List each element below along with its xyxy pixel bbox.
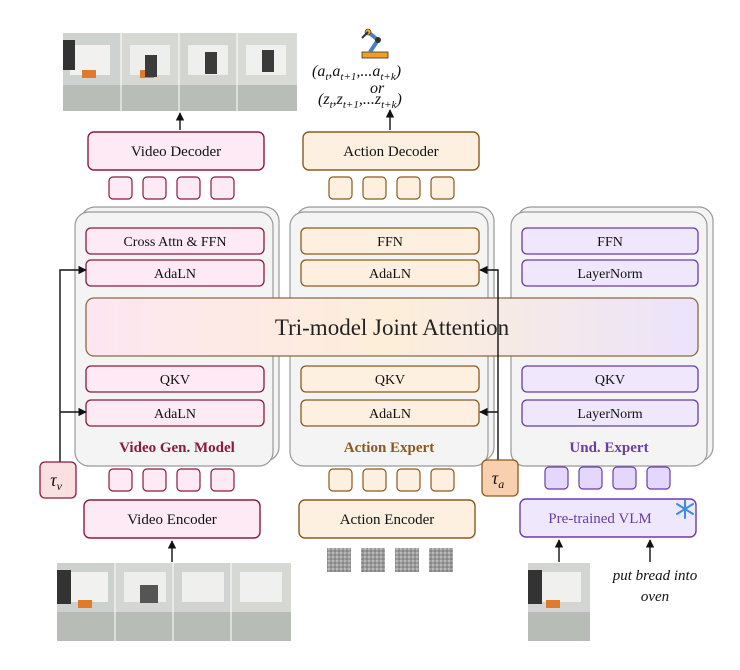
svg-text:(at,at+1,...at+k): (at,at+1,...at+k) [312,63,401,83]
video-encoder: Video Encoder [83,499,261,539]
video-adaln-bottom: AdaLN [85,399,265,427]
svg-text:Video Encoder: Video Encoder [127,512,216,528]
und-input-tokens [544,466,671,490]
video-qkv-box: QKV [85,365,265,393]
action-qkv-box: QKV [300,365,480,393]
svg-text:QKV: QKV [375,373,405,388]
svg-text:Action Decoder: Action Decoder [343,144,438,160]
und-layernorm-top: LayerNorm [521,259,699,287]
action-adaln-top: AdaLN [300,259,480,287]
svg-text:Tri-model Joint Attention: Tri-model Joint Attention [275,315,510,340]
snowflake-icon [676,499,694,519]
or-text: or [370,80,385,97]
svg-text:FFN: FFN [377,235,403,250]
und-layernorm-bottom: LayerNorm [521,399,699,427]
svg-text:Pre-trained VLM: Pre-trained VLM [548,511,651,527]
robot-arm-icon [361,28,389,59]
cross-attn-ffn-box: Cross Attn & FFN [85,227,265,255]
svg-text:QKV: QKV [160,373,190,388]
svg-text:Video Decoder: Video Decoder [131,144,221,160]
action-output-tokens [328,176,455,200]
robot-camera-frame [528,563,590,641]
action-expert-title: Action Expert [344,440,434,456]
svg-text:AdaLN: AdaLN [369,267,411,282]
tau-v-condition: τv [39,265,87,499]
tau-a-condition: τa [479,265,519,497]
pretrained-vlm: Pre-trained VLM [519,498,697,538]
svg-text:Cross Attn & FFN: Cross Attn & FFN [123,235,226,250]
und-qkv-box: QKV [521,365,699,393]
action-sequence-math: (at,at+1,...at+k) or (zt,zt+1,...zt+k) [312,63,402,111]
action-encoder: Action Encoder [298,499,476,539]
video-gen-model-title: Video Gen. Model [119,440,235,456]
svg-text:FFN: FFN [597,235,623,250]
action-decoder: Action Decoder [302,131,480,171]
output-video-frames [63,33,297,111]
svg-text:AdaLN: AdaLN [154,407,196,422]
svg-text:AdaLN: AdaLN [154,267,196,282]
action-adaln-bottom: AdaLN [300,399,480,427]
tri-model-joint-attention: Tri-model Joint Attention [85,297,699,357]
noise-action-inputs [327,548,453,572]
video-input-tokens [108,468,235,492]
und-expert-title: Und. Expert [569,440,648,456]
task-prompt-line2: oven [641,589,669,605]
video-decoder: Video Decoder [87,131,265,171]
task-prompt-line1: put bread into [612,568,698,584]
svg-text:AdaLN: AdaLN [369,407,411,422]
action-ffn-box: FFN [300,227,480,255]
svg-text:(zt,zt+1,...zt+k): (zt,zt+1,...zt+k) [318,91,402,111]
svg-text:Action Encoder: Action Encoder [340,512,435,528]
input-video-frames [57,563,291,641]
svg-text:LayerNorm: LayerNorm [577,267,642,282]
svg-text:QKV: QKV [595,373,625,388]
svg-text:LayerNorm: LayerNorm [577,407,642,422]
action-input-tokens [328,468,455,492]
video-output-tokens [108,176,235,200]
und-ffn-box: FFN [521,227,699,255]
video-adaln-top: AdaLN [85,259,265,287]
